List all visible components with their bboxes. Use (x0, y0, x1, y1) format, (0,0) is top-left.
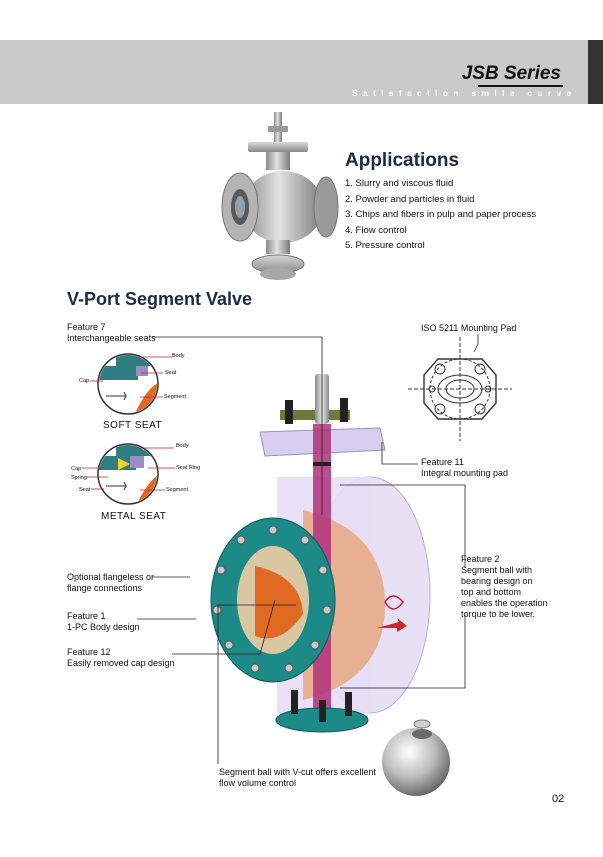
iso-mounting-pad-drawing (408, 337, 512, 441)
metal-seat-caption: METAL SEAT (101, 511, 167, 522)
series-title: JSB Series (461, 63, 561, 84)
series-underline (478, 85, 563, 87)
callout-vcut-line: flow volume control (219, 778, 297, 788)
applications-list: 1. Slurry and viscous fluid 2. Powder an… (345, 176, 536, 254)
list-item: 5. Pressure control (345, 240, 425, 251)
callout-feature7-text: Interchangeable seats (67, 333, 156, 343)
callout-flangeless-line: flange connections (67, 583, 143, 593)
metal-seat-body-label: Body (176, 443, 189, 449)
header-banner (0, 40, 588, 104)
callout-feature1-text: 1-PC Body design (67, 622, 140, 632)
soft-seat-seat-label: Seat (165, 370, 177, 376)
metal-seat-cap-label: Cap (71, 466, 82, 472)
callout-feature11-text: Integral mounting pad (421, 468, 509, 478)
section-title: V-Port Segment Valve (67, 289, 253, 309)
callout-flangeless-line: Optional flangeless or (67, 572, 155, 582)
callout-feature7-title: Feature 7 (67, 322, 106, 332)
metal-seat-spring-label: Spring (71, 475, 87, 481)
list-item: 4. Flow control (345, 224, 407, 236)
valve-photo (221, 112, 339, 280)
callout-vcut: Segment ball with V-cut offers excellent… (219, 767, 376, 789)
valve-cutaway-illustration (210, 374, 431, 733)
callout-vcut-line: Segment ball with V-cut offers excellent (219, 767, 376, 777)
soft-seat-diagram (97, 353, 159, 415)
callout-feature2-title: Feature 2 (461, 554, 500, 564)
header-tagline: Satisfaction smile curve (352, 88, 577, 98)
callout-feature11: Feature 11 Integral mounting pad (421, 457, 508, 479)
metal-seat-segment-label: Segment (166, 487, 189, 493)
callout-feature12-text: Easily removed cap design (67, 658, 175, 668)
callout-feature1-title: Feature 1 (67, 611, 106, 621)
callout-feature2-line: Segment ball with (461, 565, 533, 575)
metal-seat-diagram (97, 443, 159, 505)
callout-feature1: Feature 1 1-PC Body design (67, 611, 140, 633)
list-item: 1. Slurry and viscous fluid (345, 178, 454, 189)
soft-seat-body-label: Body (172, 353, 185, 359)
callout-feature12-title: Feature 12 (67, 647, 111, 657)
callout-feature12: Feature 12 Easily removed cap design (67, 647, 175, 669)
callout-feature2-line: torque to be lower. (461, 609, 536, 619)
callout-feature2-line: enables the operation (461, 598, 548, 608)
callout-feature7: Feature 7 Interchangeable seats (67, 322, 156, 344)
segment-ball-photo (382, 719, 450, 796)
callout-feature2: Feature 2 Segment ball with bearing desi… (461, 554, 548, 620)
callout-feature11-title: Feature 11 (421, 457, 464, 467)
list-item: 2. Powder and particles in fluid (345, 193, 475, 205)
callout-flangeless: Optional flangeless or flange connection… (67, 572, 154, 594)
metal-seat-ring-label: Seat Ring (176, 465, 201, 471)
soft-seat-cap-label: Cap (79, 378, 90, 384)
soft-seat-segment-label: Segment (164, 394, 187, 400)
soft-seat-caption: SOFT SEAT (103, 420, 163, 431)
metal-seat-seat-label: Seat (79, 487, 91, 493)
callout-iso-pad: ISO 5211 Mounting Pad (421, 323, 517, 333)
page-number: 02 (552, 793, 565, 805)
applications-title: Applications (345, 150, 460, 171)
callout-feature2-line: top and bottom (461, 587, 522, 597)
callout-feature2-line: bearing design on (461, 576, 533, 586)
header-accent-bar (588, 40, 603, 104)
list-item: 3. Chips and fibers in pulp and paper pr… (345, 209, 537, 220)
